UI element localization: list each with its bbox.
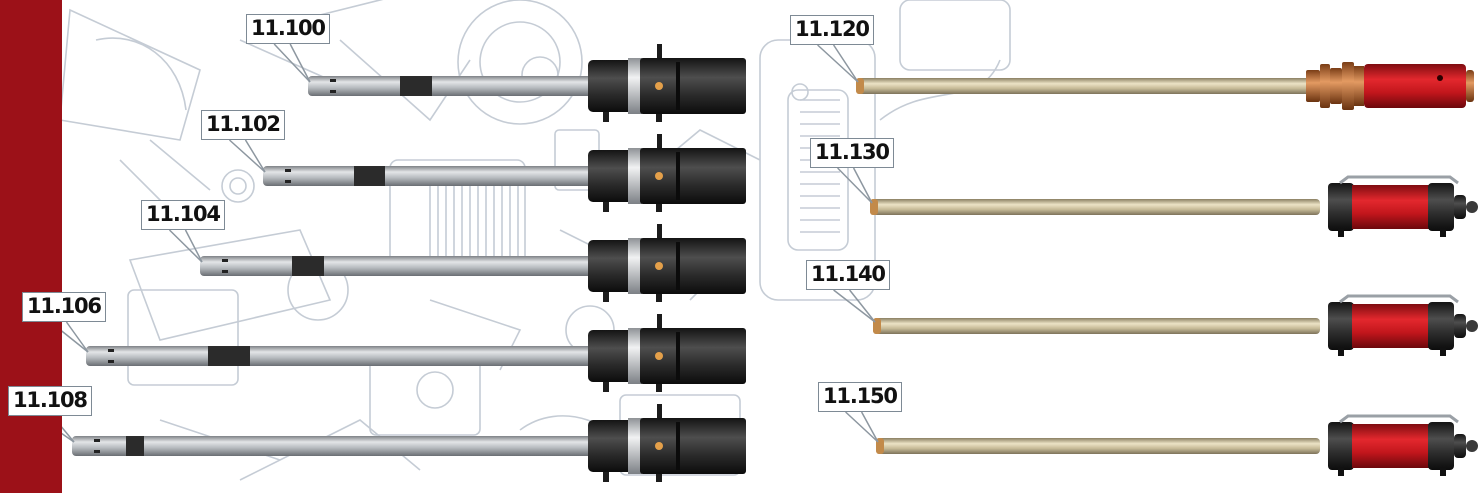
brand-color-band — [0, 0, 62, 493]
product-code-label: 11.106 — [22, 292, 106, 322]
brass-rod-tool — [873, 294, 1478, 356]
product-code-label: 11.100 — [246, 14, 330, 44]
product-code-label: 11.108 — [8, 386, 92, 416]
label-leader-line — [168, 229, 203, 263]
label-leader-line — [65, 321, 89, 353]
label-leader-line — [833, 289, 876, 323]
steel-rod-tool — [263, 134, 746, 212]
label-leader-line — [184, 229, 203, 263]
steel-rod-tool — [72, 404, 746, 482]
label-leader-line — [244, 139, 266, 173]
steel-rod-tool — [308, 44, 746, 122]
product-code-label: 11.120 — [790, 15, 874, 45]
product-code-label: 11.140 — [806, 260, 890, 290]
label-leader-line — [837, 167, 873, 204]
product-code-label: 11.104 — [141, 200, 225, 230]
product-code-label: 11.150 — [818, 382, 902, 412]
steel-rod-tool — [200, 224, 746, 302]
label-leader-line — [860, 411, 879, 443]
label-leader-line — [273, 43, 311, 83]
label-leader-line — [845, 411, 879, 443]
label-leader-line — [849, 289, 876, 323]
label-leader-line — [852, 167, 873, 204]
brass-rod-tool — [856, 62, 1474, 110]
label-leader-line — [832, 44, 859, 83]
label-leader-line — [817, 44, 859, 83]
steel-rod-tool — [86, 314, 746, 392]
brass-rod-tool — [870, 175, 1478, 237]
brass-rod-tool — [876, 414, 1478, 476]
label-leader-line — [228, 139, 266, 173]
label-leader-line — [289, 43, 311, 83]
product-code-label: 11.102 — [201, 110, 285, 140]
product-code-label: 11.130 — [810, 138, 894, 168]
